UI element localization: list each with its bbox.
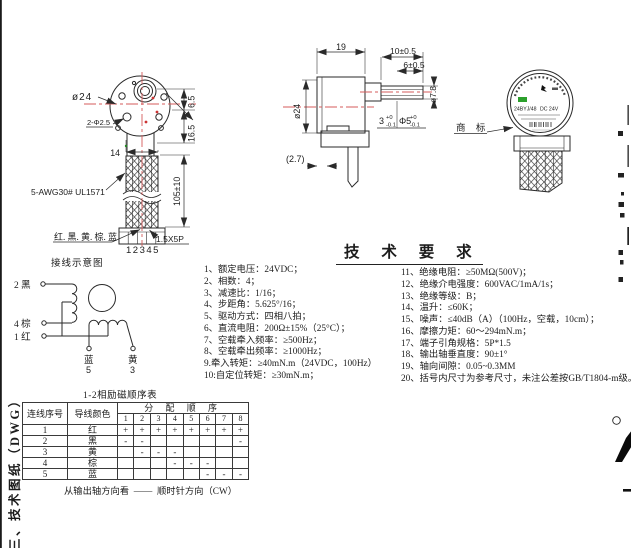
front-view-red-dots (144, 96, 159, 124)
nameplate-voltage: DC 24V (540, 107, 559, 113)
front-dim-16-5: 16.5 (187, 125, 197, 142)
front-view (109, 75, 171, 245)
req-item-3: 3、减速比：1/16； (204, 288, 281, 299)
rear-view-leader (454, 125, 514, 134)
side-view-dimensions (302, 48, 438, 170)
step-3: 3 (149, 413, 168, 425)
step-4: 4 (166, 413, 184, 425)
req-item-2: 2、相数：4； (204, 276, 260, 287)
req-item-7: 7、空载牵入频率：≥500Hz； (204, 335, 323, 346)
req-item-18: 18、输出轴垂直度：90±1° (401, 350, 508, 361)
req-item-17: 17、端子引角规格：5P*1.5 (401, 338, 511, 349)
req-item-14: 14、温升：≤60K； (401, 303, 478, 314)
terminal-blue-label: 蓝 (84, 354, 94, 366)
terminal-yellow-num: 3 (130, 365, 135, 375)
step-1: 1 (116, 413, 135, 425)
header-sequence: 分 配 顺 序 (116, 402, 250, 414)
front-dim-6-5: 6.5 (187, 96, 197, 108)
step-header-row: 1 2 3 4 5 6 7 8 (23, 413, 250, 425)
front-cable-spec: 5-AWG30# UL1571 (31, 187, 105, 197)
registered-mark (612, 416, 621, 425)
front-dim-105: 105±10 (172, 177, 182, 206)
clipped-black-shape (615, 431, 631, 462)
header-wire-no: 连线序号 (22, 402, 68, 425)
side-dim-19: 19 (336, 42, 346, 52)
req-item-4: 4、步距角：5.625°/16； (204, 300, 301, 311)
clipped-dash (623, 489, 631, 492)
table-row-red: 1 红 + + + + + + + + (22, 424, 250, 436)
terminal-4-brown: 4 棕 (14, 318, 31, 330)
tech-requirements-title: 技 术 要 求 (336, 240, 483, 265)
step-5: 5 (182, 413, 200, 425)
front-caption: 接线示意图 (51, 257, 104, 269)
side-view-centerlines (283, 91, 432, 108)
req-item-20: 20、括号内尺寸为参考尺寸，未注公差按GB/T1804-m级。 (401, 373, 631, 384)
sequence-table-title: 1-2相励磁顺序表 (83, 391, 158, 401)
side-dia-7-8: ø7.8 (428, 86, 438, 103)
req-item-10: 10:自定位转矩：≥30mN.m； (204, 370, 319, 381)
req-item-16: 16、摩擦力矩：60～294mN.m； (401, 326, 532, 337)
page-left-border (0, 0, 2, 548)
req-item-19: 19、轴向间隙：0.05~0.3MM (401, 362, 516, 372)
step-8: 8 (231, 413, 250, 425)
table-row-yellow: 3 黄 - - - (22, 446, 250, 458)
req-item-11: 11、绝缘电阻：≥50MΩ(500V)； (401, 268, 532, 278)
excitation-sequence-table: 连线序号 导线颜色 分 配 顺 序 1 2 3 4 5 6 7 8 1 红 + … (22, 402, 250, 480)
req-item-15: 15、噪声：≤40dB（A）（100Hz，空载，10cm）； (401, 315, 600, 325)
req-item-13: 13、绝缘等级：B； (401, 291, 482, 302)
front-dia-label: ø24 (72, 92, 92, 103)
rear-view (506, 69, 574, 193)
clipped-right-edge-text (618, 105, 629, 282)
side-dim-2-7: (2.7) (286, 154, 305, 164)
step-2: 2 (133, 413, 151, 425)
header-wire-color: 导线颜色 (67, 402, 118, 425)
front-dim-14: 14 (110, 148, 120, 158)
step-7: 7 (215, 413, 233, 425)
side-dia-24: ø24 (292, 104, 302, 119)
terminal-yellow-label: 黄 (128, 354, 138, 366)
terminal-blue-num: 5 (86, 365, 91, 375)
req-item-1: 1、额定电压：24VDC； (204, 265, 303, 275)
table-row-black: 2 黑 - - - (22, 435, 250, 447)
table-row-brown: 4 棕 - - - (22, 457, 250, 469)
side-dim-5-tol-up: +0 (410, 115, 417, 121)
terminal-1-red: 1 红 (14, 331, 31, 343)
front-connector-spec: 1.5X5P (156, 234, 184, 244)
side-dim-6: 6±0.5 (403, 60, 424, 70)
front-pin-numbers: 12345 (126, 245, 160, 256)
side-view (316, 76, 424, 188)
side-dim-10: 10±0.5 (390, 46, 416, 56)
req-item-12: 12、绝缘介电强度：600VAC/1mA/1s； (401, 279, 559, 290)
side-dim-5-tol-dn: -0.1 (410, 123, 420, 129)
req-item-5: 5、驱动方式：四相八拍； (204, 312, 311, 322)
side-dim-3: 3 (379, 116, 384, 126)
wiring-diagram (40, 281, 136, 352)
side-dim-3-tol-up: +0 (386, 115, 393, 121)
rotation-direction-note: 从输出轴方向看 —— 顺时针方向（CW） (64, 487, 238, 497)
front-holes-label: 2-Φ2.5 (87, 118, 110, 127)
tech-requirements-right-column: 11、绝缘电阻：≥50MΩ(500V)； 12、绝缘介电强度：600VAC/1m… (401, 268, 631, 386)
req-item-6: 6、直流电阻：200Ω±15%（25°C）； (204, 323, 350, 334)
front-wire-colors: 红. 黑. 黄. 棕. 蓝 (54, 231, 117, 242)
table-row-blue: 5 蓝 - - - (22, 468, 250, 480)
terminal-2-black: 2 黑 (14, 280, 31, 291)
step-6: 6 (198, 413, 217, 425)
side-dia-5: Φ5 (399, 116, 411, 126)
rear-trademark-label: 商 标 (456, 122, 489, 134)
side-dim-3-tol-dn: -0.1 (386, 123, 396, 129)
front-view-dimensions (53, 88, 195, 245)
nameplate-model: 24BYJ/48 (514, 107, 537, 113)
req-item-8: 8、空载牵出频率：≥1000Hz； (204, 347, 327, 358)
sheet-title-vertical: 三、技术图纸（DWG） (8, 392, 22, 548)
tech-requirements-left-column: 1、额定电压：24VDC； 2、相数：4； 3、减速比：1/16； 4、步距角：… (204, 265, 377, 383)
req-item-9: 9.牵入转矩：≥40mN.m（24VDC，100Hz） (204, 359, 377, 369)
